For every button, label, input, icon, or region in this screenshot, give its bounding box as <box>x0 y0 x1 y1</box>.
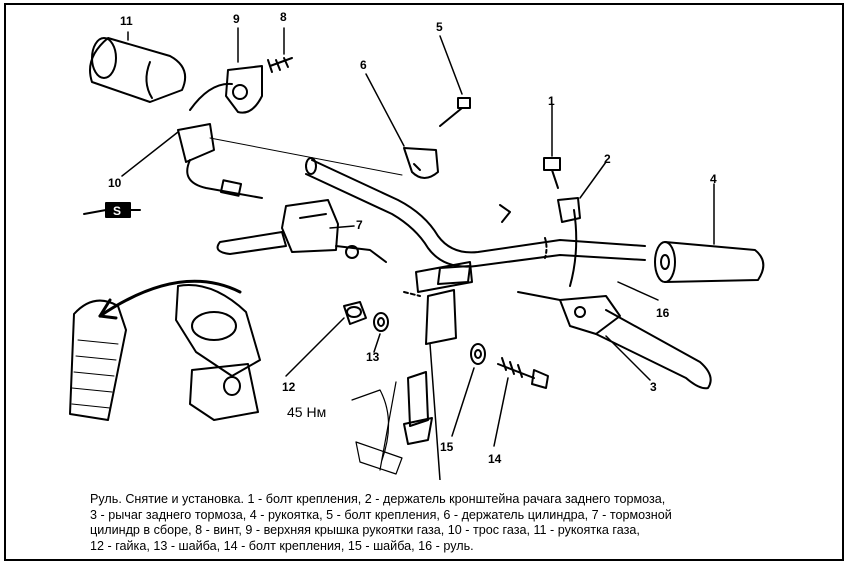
callout-6: 6 <box>360 58 367 72</box>
caption-line: цилиндр в сборе, 8 - винт, 9 - верхняя к… <box>90 523 640 537</box>
switch-symbol: S <box>83 202 141 218</box>
callout-7: 7 <box>356 218 363 232</box>
mounting-bolt-14 <box>497 357 549 389</box>
callout-5: 5 <box>436 20 443 34</box>
callout-2: 2 <box>604 152 611 166</box>
grip <box>654 241 765 283</box>
nut <box>343 301 367 325</box>
screw <box>267 57 293 73</box>
washer-15 <box>470 343 486 365</box>
callout-13: 13 <box>366 350 380 364</box>
callout-9: 9 <box>233 12 240 26</box>
callout-4: 4 <box>710 172 717 186</box>
callout-14: 14 <box>488 452 502 466</box>
mounting-bolt-1 <box>543 157 561 189</box>
rear-brake-lever <box>517 291 712 390</box>
svg-text:S: S <box>113 204 121 218</box>
callout-12: 12 <box>282 380 296 394</box>
caption-line: 12 - гайка, 13 - шайба, 14 - болт крепле… <box>90 538 474 553</box>
throttle-housing-cover <box>189 65 263 114</box>
figure-caption: Руль. Снятие и установка. 1 - болт крепл… <box>90 492 780 554</box>
leader-lines <box>121 27 715 447</box>
callout-11: 11 <box>120 14 133 28</box>
throttle-cable <box>177 123 403 199</box>
callout-3: 3 <box>650 380 657 394</box>
callout-16: 16 <box>656 306 670 320</box>
cylinder-holder <box>403 147 439 179</box>
throttle-grip <box>89 37 186 103</box>
callout-1: 1 <box>548 94 555 108</box>
callout-8: 8 <box>280 10 287 24</box>
brake-master-cylinder <box>216 199 387 263</box>
caption-line: Руль. Снятие и установка. 1 - болт крепл… <box>90 492 666 506</box>
callout-15: 15 <box>440 440 454 454</box>
caption-line: 3 - рычаг заднего тормоза, 4 - рукоятка,… <box>90 507 672 522</box>
torque-label: 45 Нм <box>287 404 327 420</box>
grip-installation-inset <box>69 279 261 421</box>
callout-10: 10 <box>108 176 122 190</box>
mounting-bolt-5 <box>439 97 471 127</box>
washer-13 <box>373 312 389 332</box>
riser-clamp <box>403 261 473 480</box>
riser-stud <box>351 371 433 475</box>
handlebar-exploded-diagram: S <box>69 27 765 480</box>
brake-lever-bracket-holder <box>557 197 581 287</box>
